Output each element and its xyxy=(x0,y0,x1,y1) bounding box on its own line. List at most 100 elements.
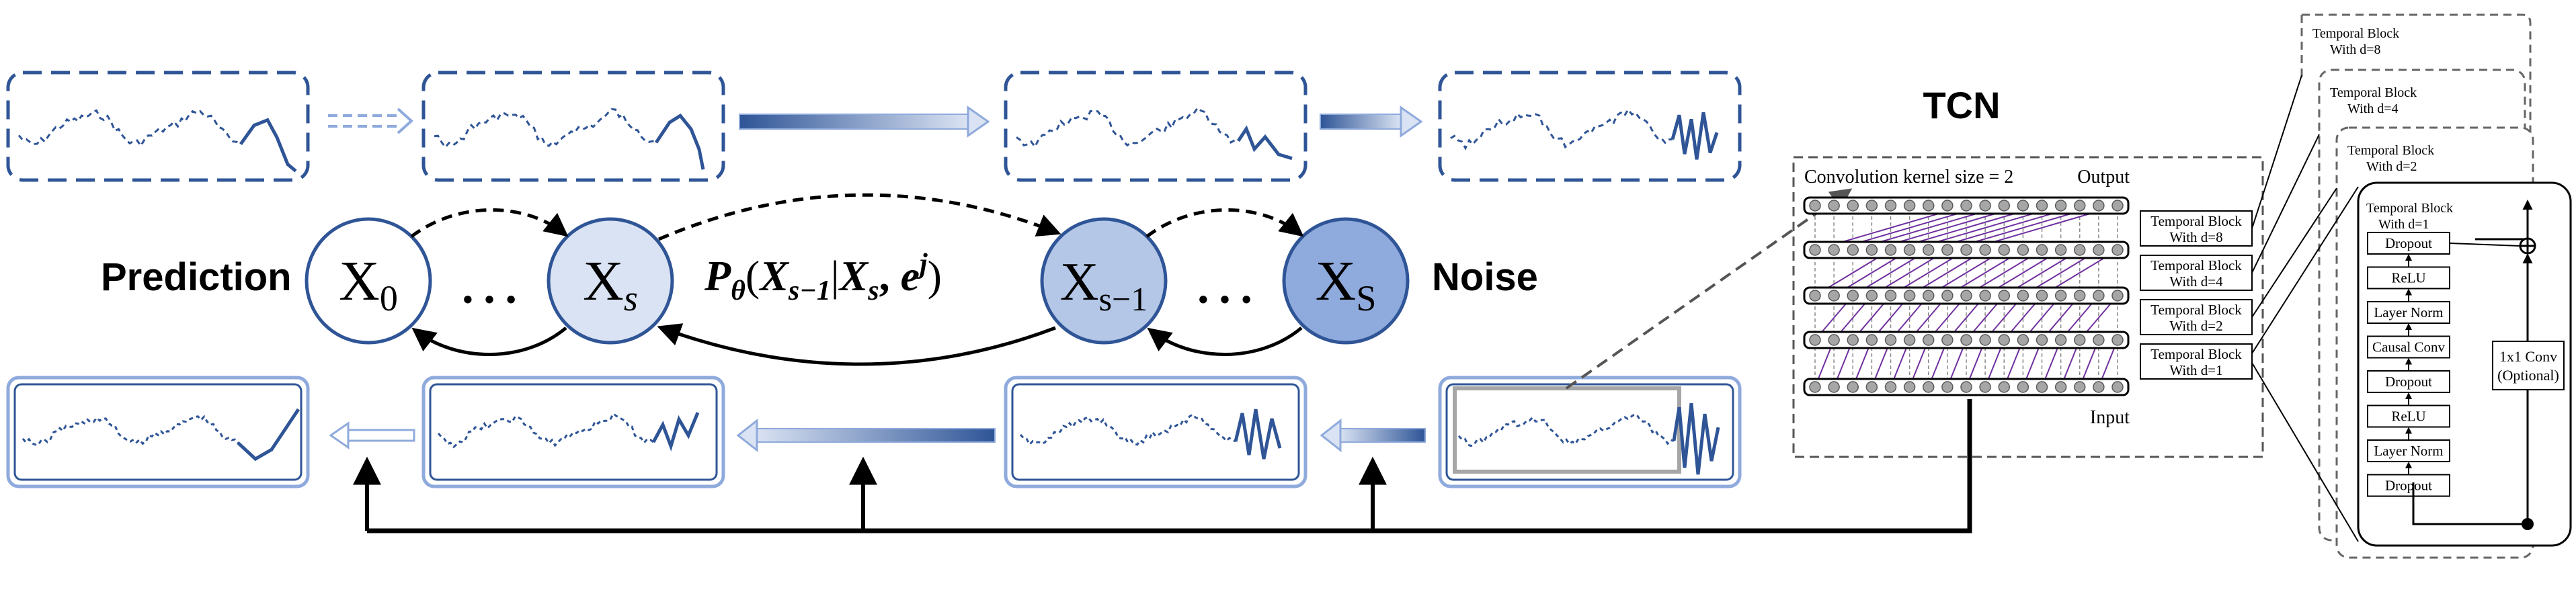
svg-text:ReLU: ReLU xyxy=(2391,270,2425,286)
layer-dropout: Dropout xyxy=(2367,474,2450,497)
top-series-row xyxy=(6,71,1742,182)
svg-text:X0: X0 xyxy=(339,250,398,318)
tcn-node xyxy=(1884,290,1897,302)
tcn-node xyxy=(2111,290,2124,302)
top-series-tail-3 xyxy=(1236,125,1293,161)
input-window xyxy=(1453,386,1681,474)
svg-text:Temporal Block: Temporal Block xyxy=(2150,346,2242,362)
tcn-node xyxy=(2093,381,2105,393)
tcn-node xyxy=(1941,381,1954,393)
node-x0 xyxy=(305,217,432,345)
reverse-arc-xS-xs1 xyxy=(1147,327,1303,356)
bottom-series-line-1 xyxy=(22,415,239,446)
tcn-block-label-d4: Temporal Block With d=4 xyxy=(2140,255,2253,291)
tcn-node xyxy=(1828,244,1840,256)
conditioning-lines xyxy=(353,188,1972,533)
svg-text:With d=1: With d=1 xyxy=(2378,217,2429,232)
svg-text:Temporal Block: Temporal Block xyxy=(2150,302,2242,318)
top-series-line-3 xyxy=(1016,106,1239,149)
top-box-1 xyxy=(6,71,310,182)
node-xs-sub: s xyxy=(624,278,638,318)
tcn-node xyxy=(1828,290,1840,302)
node-xs1 xyxy=(1040,217,1168,345)
tcn-output-label: Output xyxy=(2077,167,2130,187)
tcn-kernel-label: Convolution kernel size = 2 xyxy=(1804,167,2013,187)
top-series-line-4 xyxy=(1450,108,1673,150)
tcn-node xyxy=(2074,200,2086,212)
tcn-node xyxy=(2111,381,2124,393)
top-box-3 xyxy=(1004,71,1307,182)
svg-text:Dropout: Dropout xyxy=(2385,478,2432,494)
bottom-series-tail-1 xyxy=(237,408,300,462)
tcn-node xyxy=(1865,200,1878,212)
tcn-node xyxy=(1923,290,1935,302)
tcn-node xyxy=(1941,334,1954,346)
tcn-node xyxy=(1828,334,1840,346)
bottom-series-row xyxy=(6,376,1742,488)
tcn-node xyxy=(1960,244,1972,256)
top-series-line-1 xyxy=(17,109,241,148)
top-series-tail-4 xyxy=(1671,112,1719,160)
svg-text:Temporal Block: Temporal Block xyxy=(2150,213,2242,229)
tcn-node xyxy=(1828,200,1840,212)
tcn-title: TCN xyxy=(1923,84,2000,126)
tcn-node xyxy=(1923,381,1935,393)
tcn-node xyxy=(2093,200,2105,212)
bottom-box-3 xyxy=(1004,376,1307,488)
node-xs xyxy=(547,217,674,345)
transition-formula: Pθ(Xs−1|Xs, ej) xyxy=(704,249,942,306)
stack-connectors xyxy=(2251,75,2359,542)
tcn-node xyxy=(1903,244,1916,256)
top-box-4 xyxy=(1438,71,1742,182)
svg-text:With d=4: With d=4 xyxy=(2169,273,2223,290)
forward-arc-x0-xs xyxy=(410,208,569,238)
reverse-arc-xs-x0 xyxy=(411,327,567,356)
bottom-series-line-3 xyxy=(1019,413,1236,446)
tcn-node xyxy=(2093,290,2105,302)
tcn-node xyxy=(1847,290,1859,302)
forward-arc-xs-xs1 xyxy=(658,193,1061,241)
layer-layer-norm: Layer Norm xyxy=(2367,439,2450,462)
node-xS-label: X xyxy=(1316,250,1357,312)
prediction-label: Prediction xyxy=(101,255,292,299)
svg-text:Temporal Block: Temporal Block xyxy=(2150,257,2242,273)
tcn-node xyxy=(1979,381,1991,393)
top-box-2 xyxy=(421,71,725,182)
tcn-block-label-d2: Temporal Block With d=2 xyxy=(2140,299,2253,335)
ellipsis-right: … xyxy=(1193,245,1257,316)
tcn-node xyxy=(2111,200,2124,212)
top-series-tail-1 xyxy=(239,118,297,173)
layer-relu: ReLU xyxy=(2367,266,2450,290)
tcn-node xyxy=(1847,244,1859,256)
bottom-series-tail-2 xyxy=(651,412,700,452)
tcn-node xyxy=(2036,244,2048,256)
tcn-panel: TCN Convolution kernel size = 2 Output I… xyxy=(1792,84,2264,458)
tcn-node xyxy=(1884,334,1897,346)
tcn-node xyxy=(2017,290,2029,302)
noise-label: Noise xyxy=(1432,255,1538,299)
top-arrow-2 xyxy=(739,105,990,138)
layer-dropout: Dropout xyxy=(2367,232,2450,255)
tcn-node xyxy=(2036,334,2048,346)
layer-layer-norm: Layer Norm xyxy=(2367,301,2450,324)
tcn-node xyxy=(1979,200,1991,212)
tcn-node xyxy=(2074,334,2086,346)
svg-text:Temporal Block: Temporal Block xyxy=(2330,85,2417,100)
bottom-series-tail-4 xyxy=(1672,402,1720,475)
svg-text:(Optional): (Optional) xyxy=(2497,367,2559,384)
svg-text:With d=1: With d=1 xyxy=(2169,362,2222,378)
svg-text:Layer Norm: Layer Norm xyxy=(2374,304,2443,320)
svg-text:Dropout: Dropout xyxy=(2385,374,2432,390)
svg-text:1x1 Conv: 1x1 Conv xyxy=(2499,348,2557,365)
bottom-arrow-2 xyxy=(736,418,996,453)
tcn-node xyxy=(1884,200,1897,212)
tcn-node xyxy=(1865,334,1878,346)
conv1x1-box: 1x1 Conv (Optional) xyxy=(2492,341,2565,390)
tcn-node xyxy=(2074,244,2086,256)
tcn-node xyxy=(1828,381,1840,393)
tcn-block-label-d8: Temporal Block With d=8 xyxy=(2140,210,2253,247)
node-xs-label: X xyxy=(583,250,624,312)
tcn-node xyxy=(1923,334,1935,346)
tcn-node xyxy=(1903,381,1916,393)
reverse-arc-xs1-xs xyxy=(657,323,1056,366)
